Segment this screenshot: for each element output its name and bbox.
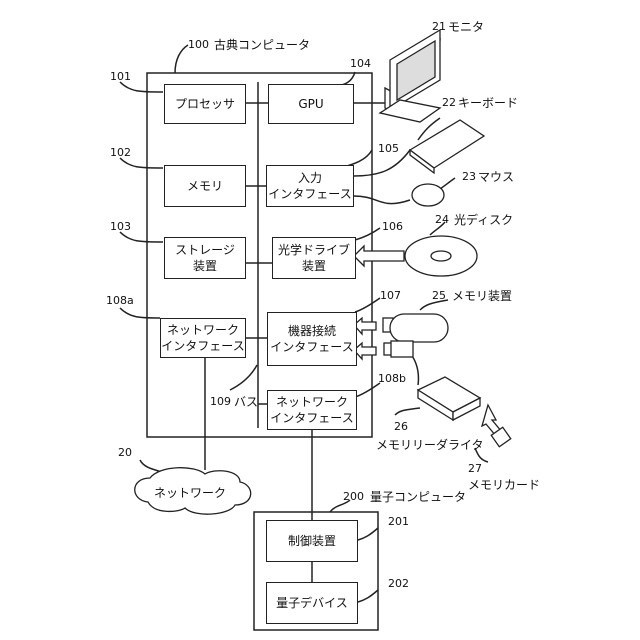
monitor-icon <box>380 30 440 122</box>
processor-box: プロセッサ <box>164 84 246 124</box>
memory-card-label: メモリカード <box>468 476 540 493</box>
input-interface-box: 入力 インタフェース <box>266 165 354 207</box>
gpu-box: GPU <box>268 84 354 124</box>
ref-20: 20 <box>118 446 132 459</box>
ref-106: 106 <box>382 220 403 233</box>
controller-box: 制御装置 <box>266 520 358 562</box>
ref-108b: 108b <box>378 372 406 385</box>
memory-device-icon <box>354 314 448 359</box>
monitor-label: モニタ <box>448 18 484 35</box>
ref-107: 107 <box>380 289 401 302</box>
insert-arrow-icon <box>354 246 404 266</box>
device-interface-box: 機器接続 インタフェース <box>267 312 357 366</box>
ref-200: 200 <box>343 490 364 503</box>
ref-25: 25 <box>432 289 446 302</box>
ref-100: 100 <box>188 38 209 51</box>
quantum-device-box: 量子デバイス <box>266 582 358 624</box>
optical-disc-icon <box>405 236 477 276</box>
keyboard-label: キーボード <box>458 94 518 111</box>
ref-101: 101 <box>110 70 131 83</box>
quantum-computer-label: 量子コンピュータ <box>370 488 466 505</box>
ref-104: 104 <box>350 57 371 70</box>
memory-reader-writer-label: メモリリーダライタ <box>376 436 484 453</box>
storage-box: ストレージ 装置 <box>164 237 246 279</box>
ref-108a: 108a <box>106 294 134 307</box>
keyboard-icon <box>410 120 484 173</box>
ref-105: 105 <box>378 142 399 155</box>
ref-26: 26 <box>394 420 408 433</box>
ref-23: 23 <box>462 170 476 183</box>
ref-27: 27 <box>468 462 482 475</box>
network-interface-a-box: ネットワーク インタフェース <box>160 318 246 358</box>
network-label: ネットワーク <box>154 484 226 501</box>
ref-103: 103 <box>110 220 131 233</box>
memory-box: メモリ <box>164 165 246 207</box>
ref-24: 24 <box>435 213 449 226</box>
ref-201: 201 <box>388 515 409 528</box>
optical-drive-box: 光学ドライブ 装置 <box>272 237 356 279</box>
ref-22: 22 <box>442 96 456 109</box>
network-interface-b-box: ネットワーク インタフェース <box>267 390 357 430</box>
mouse-icon <box>412 184 444 206</box>
ref-109: 109 <box>210 395 231 408</box>
classical-computer-label: 古典コンピュータ <box>214 36 310 53</box>
ref-21: 21 <box>432 20 446 33</box>
ref-202: 202 <box>388 577 409 590</box>
optical-disc-label: 光ディスク <box>454 211 513 228</box>
mouse-label: マウス <box>478 168 514 185</box>
ref-102: 102 <box>110 146 131 159</box>
memory-device-label: メモリ装置 <box>452 287 512 304</box>
bus-label: バス <box>234 393 258 410</box>
